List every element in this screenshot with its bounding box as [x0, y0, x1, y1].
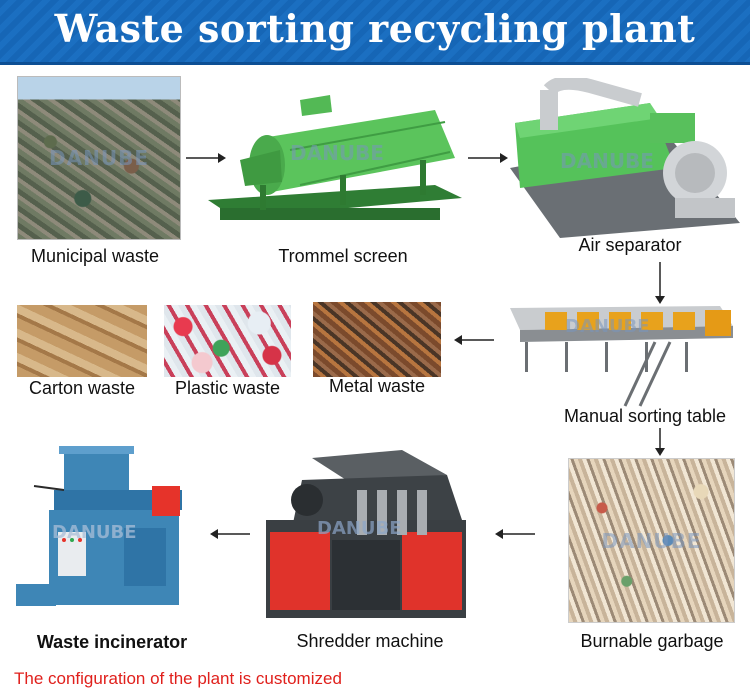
watermark: DANUBE [317, 518, 402, 539]
label-shredder-machine: Shredder machine [296, 631, 444, 651]
carton-waste-photo [17, 305, 147, 377]
arrow-trommel-to-air-separator [468, 153, 508, 163]
shredder-machine-photo: DANUBE [266, 450, 466, 618]
watermark: DANUBE [565, 316, 650, 337]
watermark: DANUBE [52, 522, 137, 543]
watermark: DANUBE [290, 141, 384, 165]
watermark: DANUBE [49, 146, 149, 170]
arrow-sorting-table-to-recyclables [454, 335, 494, 345]
arrow-air-separator-to-sorting-table [655, 262, 665, 304]
label-metal-waste: Metal waste [328, 376, 426, 396]
arrow-burnable-to-shredder [495, 529, 535, 539]
arrow-municipal-to-trommel [186, 153, 226, 163]
label-waste-incinerator: Waste incinerator [36, 632, 188, 652]
watermark: DANUBE [601, 528, 702, 553]
plastic-waste-photo [164, 305, 291, 377]
label-trommel-screen: Trommel screen [278, 246, 408, 266]
burnable-garbage-photo: DANUBE [568, 458, 735, 623]
trommel-screen-photo: DANUBE [208, 95, 462, 220]
manual-sorting-table-photo: DANUBE [510, 306, 733, 407]
title-banner: Waste sorting recycling plant [0, 0, 750, 65]
footnote: The configuration of the plant is custom… [14, 669, 342, 688]
label-manual-sorting-table: Manual sorting table [563, 406, 727, 426]
label-carton-waste: Carton waste [28, 378, 136, 398]
label-plastic-waste: Plastic waste [174, 378, 281, 398]
label-air-separator: Air separator [578, 235, 682, 255]
arrow-sorting-table-to-burnable [655, 428, 665, 456]
watermark: DANUBE [560, 149, 654, 173]
arrow-shredder-to-incinerator [210, 529, 250, 539]
label-municipal-waste: Municipal waste [30, 246, 160, 266]
page-title: Waste sorting recycling plant [54, 6, 696, 51]
municipal-waste-photo: DANUBE [17, 76, 181, 240]
waste-incinerator-photo: DANUBE [16, 446, 182, 606]
metal-waste-photo [313, 302, 441, 377]
label-burnable-garbage: Burnable garbage [580, 631, 724, 651]
air-separator-photo: DANUBE [510, 78, 740, 238]
